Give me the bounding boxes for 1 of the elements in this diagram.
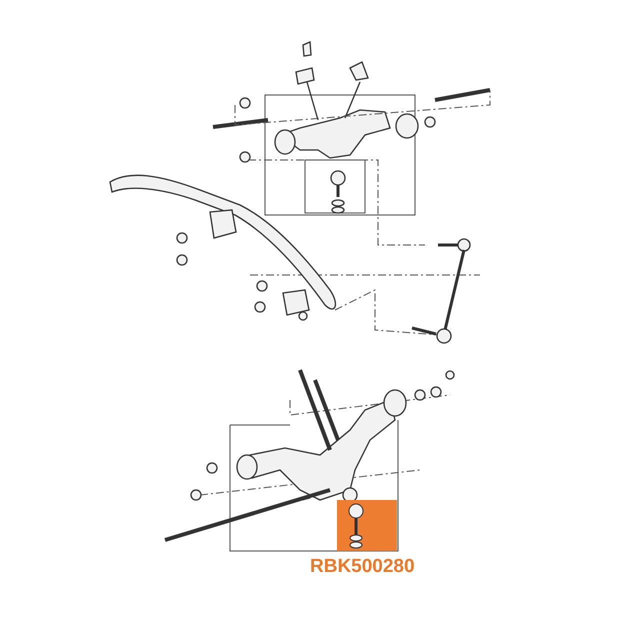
part-number: RBK500280	[310, 556, 415, 578]
